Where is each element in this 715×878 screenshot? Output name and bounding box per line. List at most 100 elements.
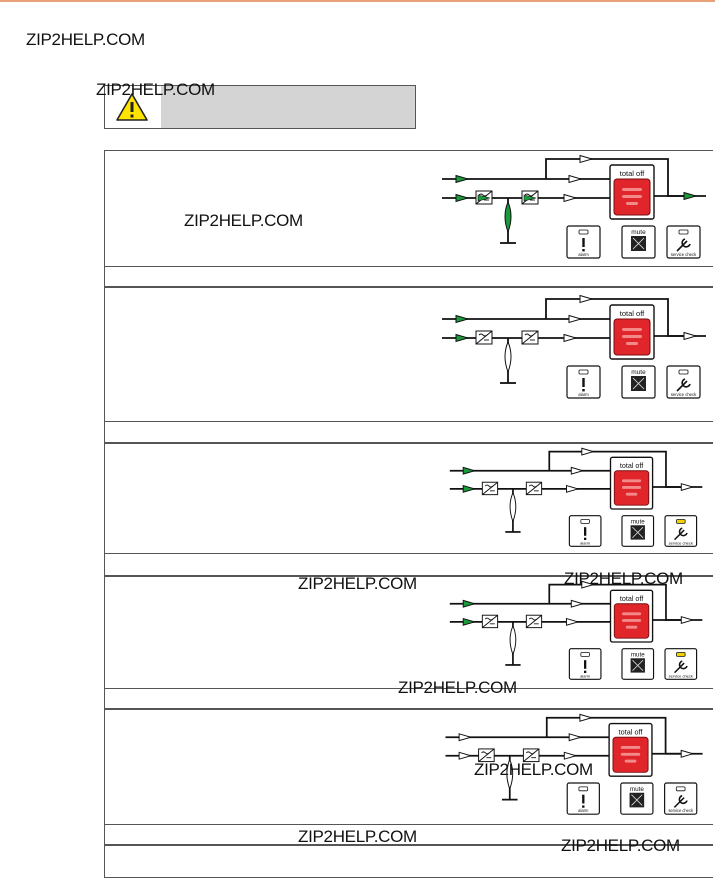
ups-diagram-3: total off alarm mute service check <box>449 447 703 547</box>
alarm-led <box>580 652 590 657</box>
diagram-lines <box>445 713 703 801</box>
watermark: ZIP2HELP.COM <box>298 574 417 593</box>
wrench-icon <box>673 794 688 808</box>
total-off-button: total off <box>608 722 653 777</box>
watermark: ZIP2HELP.COM <box>474 760 593 779</box>
panel-5 <box>104 709 713 845</box>
wrench-icon <box>676 378 691 392</box>
arrow-input-1 <box>455 333 470 343</box>
arrow-input-2 <box>455 314 470 324</box>
arrow-bypass <box>581 580 595 589</box>
panel-divider <box>105 824 713 825</box>
alarm-led <box>578 369 589 375</box>
mute-label: mute <box>631 369 646 376</box>
alarm-label: alarm <box>578 392 589 397</box>
alarm-label: alarm <box>580 540 591 545</box>
arrow-output <box>683 191 698 201</box>
exclamation-icon <box>582 378 585 387</box>
ups-diagram-2: total off alarm mute service check <box>442 294 706 399</box>
inverter-icon <box>521 330 539 345</box>
service-check-button: service check <box>664 515 698 547</box>
service-led <box>678 229 689 235</box>
arrow-bypass <box>581 447 595 456</box>
arrow-input-2 <box>455 174 470 184</box>
inverter-icon <box>522 748 540 763</box>
total-off-button: total off <box>609 304 655 360</box>
wrench-icon <box>676 238 691 252</box>
service-check-button: service check <box>664 782 698 815</box>
arrow-bypass <box>579 294 594 304</box>
service-check-button: service check <box>666 365 701 399</box>
battery-icon <box>504 340 512 374</box>
rectifier-icon <box>481 481 499 496</box>
service-check-label: service check <box>671 252 697 257</box>
total-off-label: total off <box>620 462 643 470</box>
service-check-label: service check <box>669 673 693 678</box>
exclamation-icon <box>582 794 585 804</box>
mute-button: mute <box>621 365 656 399</box>
wrench-icon <box>674 660 688 674</box>
battery-icon <box>509 624 517 656</box>
service-check-label: service check <box>668 808 694 813</box>
alarm-button: alarm <box>566 782 600 815</box>
service-led <box>678 369 689 375</box>
panel-1 <box>104 150 713 287</box>
panel-3 <box>104 443 713 576</box>
mute-button: mute <box>621 225 656 259</box>
watermark: ZIP2HELP.COM <box>298 827 417 846</box>
arrow-output <box>680 483 695 491</box>
alarm-led <box>580 519 590 524</box>
rectifier-icon <box>481 614 499 629</box>
panel-2 <box>104 287 713 443</box>
rectifier-icon <box>478 748 495 763</box>
total-off-label: total off <box>620 309 645 318</box>
mute-label: mute <box>630 786 645 793</box>
diagram-lines <box>449 447 703 533</box>
service-led <box>676 652 686 657</box>
service-check-button: service check <box>666 225 701 259</box>
mute-button: mute <box>620 782 654 815</box>
rectifier-icon <box>475 330 493 345</box>
alarm-label: alarm <box>578 808 589 813</box>
alarm-button: alarm <box>566 225 601 259</box>
battery-icon <box>509 491 517 523</box>
alarm-label: alarm <box>578 252 589 257</box>
arrow-bypass <box>579 154 594 164</box>
arrow-input-2 <box>462 466 477 475</box>
arrow-mid <box>563 193 578 203</box>
arrow-output <box>680 749 695 758</box>
alarm-button: alarm <box>568 515 602 547</box>
watermark: ZIP2HELP.COM <box>184 211 303 230</box>
arrow-input-2 <box>462 599 477 608</box>
total-off-label: total off <box>619 727 644 736</box>
total-off-button: total off <box>609 164 655 220</box>
diagram-lines <box>442 294 706 384</box>
panel-divider <box>105 421 713 422</box>
battery-icon <box>506 758 514 791</box>
exclamation-icon <box>584 660 587 669</box>
alarm-button: alarm <box>566 365 601 399</box>
arrow-input-1 <box>455 193 470 203</box>
panel-divider <box>105 266 713 267</box>
service-led <box>675 786 686 792</box>
exclamation-icon <box>584 527 587 536</box>
rectifier-icon <box>475 190 493 205</box>
total-off-label: total off <box>620 595 643 603</box>
alarm-led <box>578 229 589 235</box>
inverter-icon <box>525 614 543 629</box>
diagram-lines <box>442 154 706 244</box>
arrow-output <box>680 616 695 624</box>
watermark: ZIP2HELP.COM <box>564 569 683 588</box>
warning-text-area <box>161 86 415 128</box>
alarm-button: alarm <box>568 648 602 680</box>
alarm-led <box>578 786 589 792</box>
arrow-output <box>683 331 698 341</box>
total-off-button: total off <box>609 456 654 510</box>
arrow-bypass <box>579 713 594 722</box>
mute-button: mute <box>621 515 655 547</box>
panel-divider <box>105 688 713 689</box>
warning-icon <box>116 93 148 121</box>
mute-label: mute <box>631 229 646 236</box>
top-rule <box>0 0 715 2</box>
diagram-lines <box>449 580 703 666</box>
